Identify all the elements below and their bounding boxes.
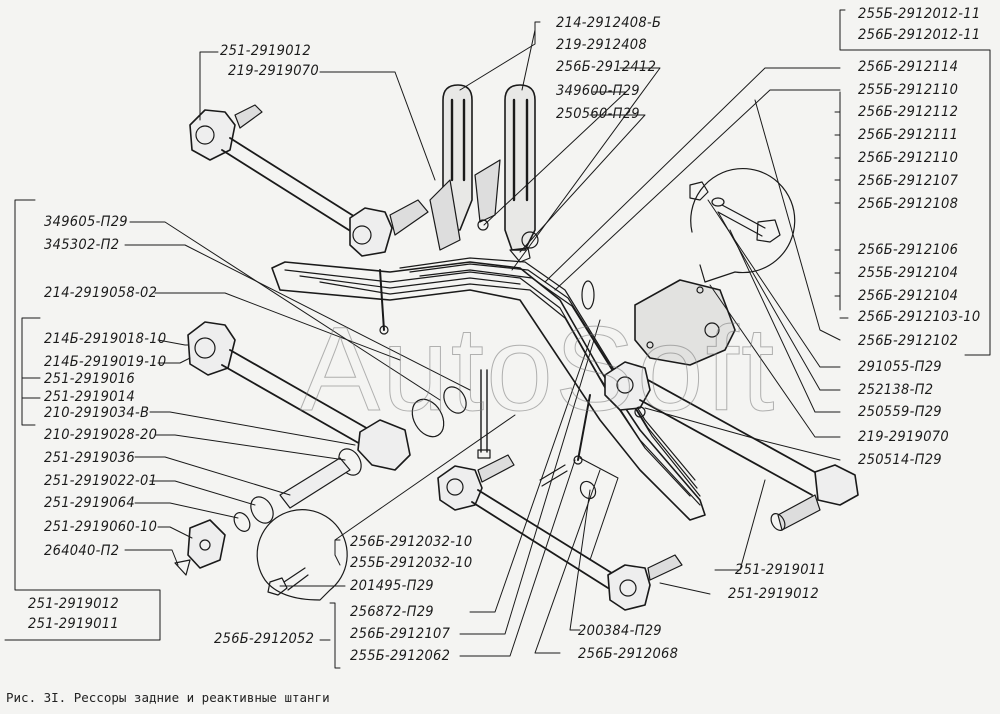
part-label: 251-2919016 <box>44 371 135 387</box>
upper-reaction-rod <box>189 104 429 257</box>
part-label: 251-2919012 <box>728 586 819 602</box>
part-label: 250560-П29 <box>556 106 640 122</box>
leaf-spring <box>271 257 706 521</box>
part-label: 256Б-2912108 <box>858 196 959 212</box>
part-label: 256Б-2912104 <box>858 288 959 304</box>
part-label: 256Б-2912102 <box>858 333 959 349</box>
part-label: 219-2919070 <box>858 429 949 445</box>
part-label: 345302-П2 <box>44 237 120 253</box>
part-label: 256Б-2912107 <box>858 173 959 189</box>
part-label: 210-2919034-В <box>44 405 150 421</box>
part-label: 214-2919058-02 <box>44 285 158 301</box>
part-label: 256Б-2912032-10 <box>350 534 473 550</box>
part-label: 291055-П29 <box>858 359 942 375</box>
part-label: 256872-П29 <box>350 604 434 620</box>
part-label: 251-2919064 <box>44 495 135 511</box>
part-label: 200384-П29 <box>578 623 662 639</box>
part-label: 251-2919014 <box>44 389 135 405</box>
bolt-inset <box>689 168 796 283</box>
part-label: 255Б-2912032-10 <box>350 555 473 571</box>
part-label: 349600-П29 <box>556 83 640 99</box>
part-label: 256Б-2912052 <box>214 631 315 647</box>
spring-bracket <box>634 279 736 366</box>
part-label: 256Б-2912103-10 <box>858 309 981 325</box>
part-label: 252138-П2 <box>858 382 934 398</box>
part-label: 251-2919012 <box>220 43 311 59</box>
right-reaction-rod <box>604 361 859 531</box>
part-label: 256Б-2912111 <box>858 127 959 143</box>
part-label: 251-2919036 <box>44 450 135 466</box>
spring-shackles <box>429 84 539 263</box>
part-label: 214-2912408-Б <box>556 15 662 31</box>
part-label: 256Б-2912012-11 <box>858 27 981 43</box>
part-label: 255Б-2912110 <box>858 82 959 98</box>
part-label: 210-2919028-20 <box>44 427 158 443</box>
part-label: 256Б-2912107 <box>350 626 451 642</box>
part-label: 251-2919012 <box>28 596 119 612</box>
part-label: 219-2912408 <box>556 37 647 53</box>
part-label: 219-2919070 <box>228 63 319 79</box>
part-label: 255Б-2912062 <box>350 648 451 664</box>
part-label: 255Б-2912104 <box>858 265 959 281</box>
part-label: 256Б-2912412 <box>556 59 657 75</box>
part-label: 250514-П29 <box>858 452 942 468</box>
part-label: 256Б-2912068 <box>578 646 679 662</box>
part-label: 250559-П29 <box>858 404 942 420</box>
part-label: 349605-П29 <box>44 214 128 230</box>
lower-reaction-rod <box>437 280 683 611</box>
figure-caption: Рис. 3I. Рессоры задние и реактивные шта… <box>6 690 330 705</box>
part-label: 256Б-2912112 <box>858 104 959 120</box>
part-label: 251-2919022-01 <box>44 473 158 489</box>
part-label: 251-2919011 <box>735 562 826 578</box>
long-bolt <box>477 369 491 459</box>
leader-lines <box>4 9 991 669</box>
part-label: 214Б-2919018-10 <box>44 331 167 347</box>
middle-reaction-rod <box>174 321 467 576</box>
part-label: 201495-П29 <box>350 578 434 594</box>
part-label: 264040-П2 <box>44 543 120 559</box>
part-label: 251-2919060-10 <box>44 519 158 535</box>
part-label: 256Б-2912110 <box>858 150 959 166</box>
part-label: 214Б-2919019-10 <box>44 354 167 370</box>
part-label: 251-2919011 <box>28 616 119 632</box>
part-label: 255Б-2912012-11 <box>858 6 981 22</box>
bolt-inset-lower <box>256 509 348 601</box>
part-label: 256Б-2912106 <box>858 242 959 258</box>
part-label: 256Б-2912114 <box>858 59 959 75</box>
